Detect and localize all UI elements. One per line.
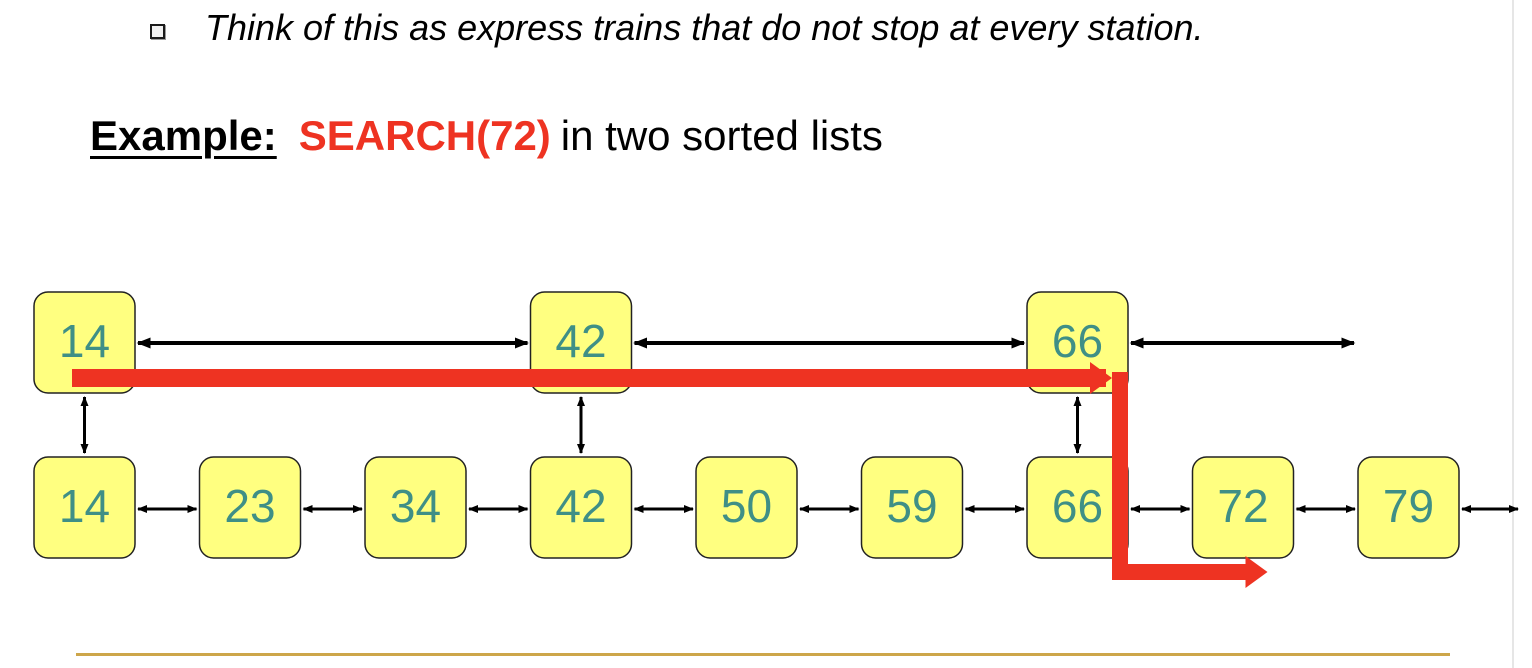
local-node-42-box xyxy=(529,456,633,559)
example-description: in two sorted lists xyxy=(560,112,883,159)
local-node-66-value: 66 xyxy=(1052,480,1103,532)
local-node-50: 50 xyxy=(695,456,798,559)
local-node-66: 66 xyxy=(1026,456,1129,559)
express-node-42: 42 xyxy=(529,291,633,394)
express-node-14: 14 xyxy=(33,291,136,394)
local-node-14: 14 xyxy=(33,456,136,559)
footer-rule xyxy=(76,653,1450,656)
local-node-23-box xyxy=(198,456,302,559)
local-node-50-value: 50 xyxy=(721,480,772,532)
search-path-express xyxy=(72,369,1106,387)
local-node-79-box xyxy=(1357,456,1460,559)
express-node-42-value: 42 xyxy=(555,315,606,367)
local-node-14-box xyxy=(33,456,136,559)
local-node-34: 34 xyxy=(364,456,467,559)
local-node-34-box xyxy=(364,456,467,559)
local-node-59: 59 xyxy=(860,456,964,559)
local-node-79: 79 xyxy=(1357,456,1460,559)
express-node-66: 66 xyxy=(1026,291,1129,394)
local-node-42-value: 42 xyxy=(555,480,606,532)
example-label: Example: xyxy=(90,112,277,159)
local-node-23-value: 23 xyxy=(224,480,275,532)
local-node-72-value: 72 xyxy=(1217,480,1268,532)
express-node-66-box xyxy=(1026,291,1129,394)
slide-right-edge xyxy=(1512,0,1514,668)
search-path-local-arrowhead xyxy=(1245,556,1268,588)
search-path-express-arrowhead xyxy=(1090,362,1112,394)
local-node-59-box xyxy=(860,456,964,559)
local-node-50-box xyxy=(695,456,798,559)
local-node-79-value: 79 xyxy=(1383,480,1434,532)
local-node-72-box xyxy=(1191,456,1295,559)
local-node-14-value: 14 xyxy=(59,480,110,532)
express-node-42-box xyxy=(529,291,633,394)
express-node-14-box xyxy=(33,291,136,394)
local-node-34-value: 34 xyxy=(390,480,441,532)
search-query: SEARCH(72) xyxy=(298,112,551,159)
search-path-descend xyxy=(1112,372,1128,580)
local-node-59-value: 59 xyxy=(886,480,937,532)
local-node-23: 23 xyxy=(198,456,302,559)
local-node-42: 42 xyxy=(529,456,633,559)
local-node-72: 72 xyxy=(1191,456,1295,559)
example-heading: Example: SEARCH(72)in two sorted lists xyxy=(90,112,883,160)
bullet-text: Think of this as express trains that do … xyxy=(205,7,1204,48)
square-bullet-icon xyxy=(150,23,165,39)
express-node-14-value: 14 xyxy=(59,315,110,367)
search-path-local xyxy=(1112,564,1248,580)
express-node-66-value: 66 xyxy=(1052,315,1103,367)
bullet-point: Think of this as express trains that do … xyxy=(150,4,1204,52)
